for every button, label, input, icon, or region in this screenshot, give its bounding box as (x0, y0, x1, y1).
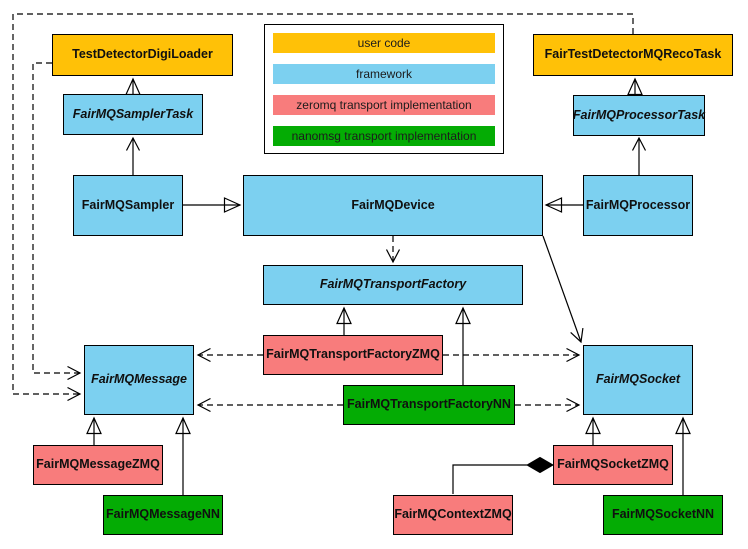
node-fairmqsocketnn: FairMQSocketNN (603, 495, 723, 535)
node-fairmqtransportfactory: FairMQTransportFactory (263, 265, 523, 305)
node-fairmqsampler: FairMQSampler (73, 175, 183, 236)
edge-contextzmq-to-socketzmq (452, 464, 527, 494)
legend-item-user-code: user code (273, 32, 495, 53)
node-fairmqsocketzmq: FairMQSocketZMQ (553, 445, 673, 485)
node-fairmqtransportfactoryzmq: FairMQTransportFactoryZMQ (263, 335, 443, 375)
legend-item-zeromq: zeromq transport implementation (273, 94, 495, 115)
node-testdetectordigiloader: TestDetectorDigiLoader (52, 34, 233, 76)
node-fairmqtransportfactorynn: FairMQTransportFactoryNN (343, 385, 515, 425)
node-fairmqsocket: FairMQSocket (583, 345, 693, 415)
node-fairmqdevice: FairMQDevice (243, 175, 543, 236)
node-fairmqmessage: FairMQMessage (84, 345, 194, 415)
edge-device-to-socket (542, 235, 584, 344)
legend-item-nanomsg: nanomsg transport implementation (273, 125, 495, 146)
node-fairtestdetectormqrecotask: FairTestDetectorMQRecoTask (533, 34, 733, 76)
legend-box: user code framework zeromq transport imp… (264, 24, 504, 154)
node-fairmqmessagenn: FairMQMessageNN (103, 495, 223, 535)
node-fairmqmessagezmq: FairMQMessageZMQ (33, 445, 163, 485)
node-fairmqcontextzmq: FairMQContextZMQ (393, 495, 513, 535)
node-fairmqprocessortask: FairMQProcessorTask (573, 95, 705, 136)
node-fairmqsamplertask: FairMQSamplerTask (63, 94, 203, 135)
legend-item-framework: framework (273, 63, 495, 84)
composition-diamond-icon (525, 456, 555, 474)
node-fairmqprocessor: FairMQProcessor (583, 175, 693, 236)
